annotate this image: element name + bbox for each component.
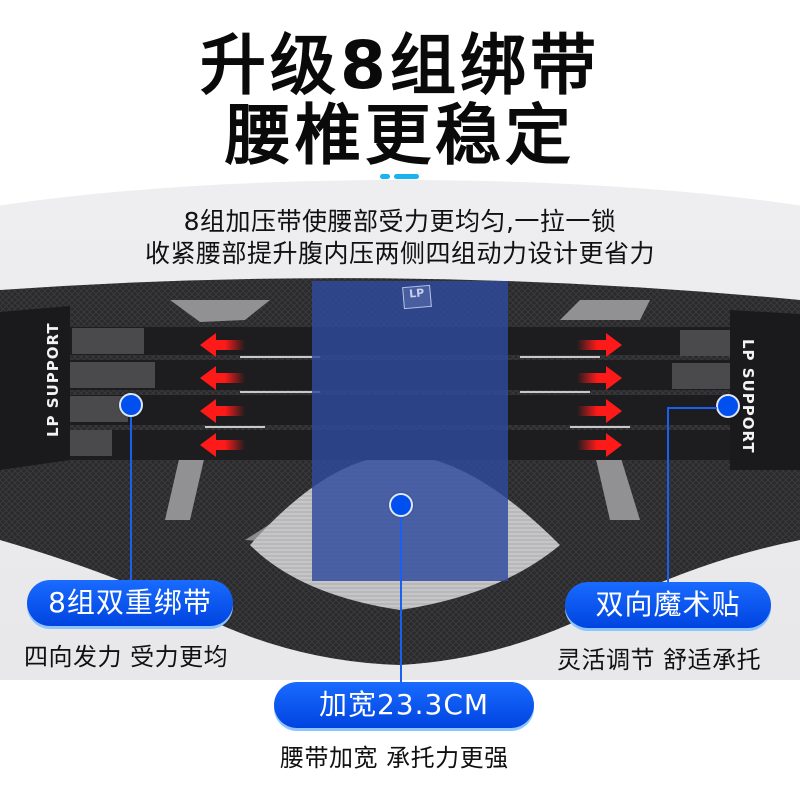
callout-dot-width[interactable]: [389, 493, 413, 517]
callout-line-velcro-h: [667, 407, 717, 409]
subheadline-line-1: 8组加压带使腰部受力更均匀,一拉一锁: [183, 207, 617, 236]
headline-line-1: 升级8组绑带: [200, 27, 600, 104]
accent-dash-long: [394, 174, 419, 179]
accent-dash-short: [380, 174, 390, 179]
callout-pill-width: 加宽23.3CM: [274, 682, 534, 728]
callout-pill-velcro: 双向魔术贴: [565, 582, 771, 628]
callout-caption-velcro: 灵活调节 舒适承托: [557, 646, 762, 674]
subheadline-line-2: 收紧腰部提升腹内压两侧四组动力设计更省力: [144, 239, 655, 268]
callout-line-straps: [130, 417, 132, 580]
callout-caption-straps: 四向发力 受力更均: [24, 643, 229, 671]
side-tab-label-left: LP SUPPORT: [44, 322, 62, 437]
accent-dashes: [380, 174, 419, 180]
callout-dot-velcro[interactable]: [716, 394, 740, 418]
callout-pill-straps: 8组双重绑带: [27, 580, 233, 626]
callout-line-velcro-v: [667, 407, 669, 582]
side-tab-label-right: LP SUPPORT: [739, 339, 757, 454]
callout-dot-straps[interactable]: [119, 393, 143, 417]
headline-line-2: 腰椎更稳定: [225, 97, 575, 174]
callout-line-width: [400, 517, 402, 682]
force-arrows-right: [577, 333, 622, 457]
callout-caption-width: 腰带加宽 承托力更强: [280, 744, 509, 772]
force-arrows-left: [200, 333, 245, 457]
lp-logo-icon: LP: [402, 284, 432, 310]
